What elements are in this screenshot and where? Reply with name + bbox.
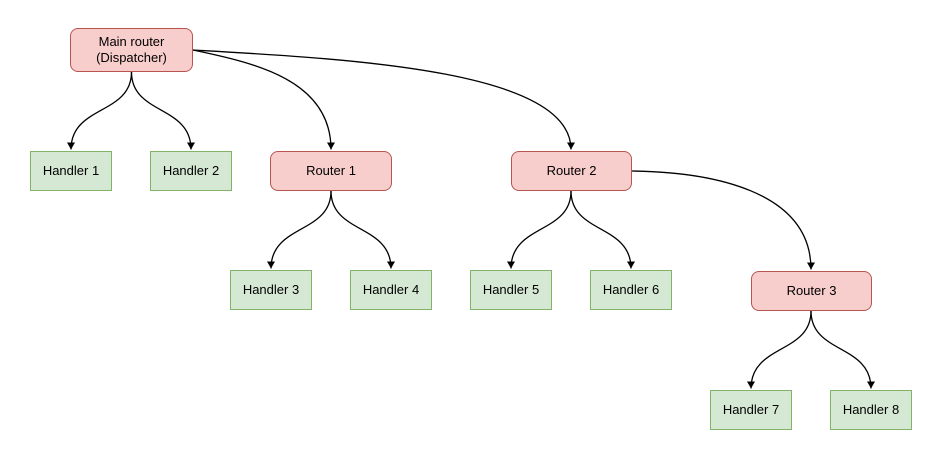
edge-main-to-handler1 (67, 71, 133, 150)
node-handler-5: Handler 5 (470, 270, 552, 310)
node-handler-6: Handler 6 (590, 270, 672, 310)
node-handler-2: Handler 2 (150, 151, 232, 191)
edge-main-to-router1 (192, 49, 335, 150)
node-handler-7: Handler 7 (710, 390, 792, 430)
edge-router3-to-handler8 (810, 310, 875, 389)
edge-router2-to-router3 (631, 170, 815, 270)
edge-router1-to-handler4 (330, 190, 395, 269)
edge-router3-to-handler7 (747, 310, 812, 389)
edge-router1-to-handler3 (267, 190, 332, 269)
node-main-router: Main router (Dispatcher) (70, 28, 193, 72)
edge-main-to-router2 (192, 49, 575, 150)
node-handler-3: Handler 3 (230, 270, 312, 310)
node-handler-1: Handler 1 (30, 151, 112, 191)
edge-main-to-handler2 (130, 71, 195, 150)
edge-router2-to-handler6 (570, 190, 635, 269)
node-router-2: Router 2 (511, 151, 632, 191)
node-handler-4: Handler 4 (350, 270, 432, 310)
node-router-3: Router 3 (751, 271, 872, 311)
edge-router2-to-handler5 (507, 190, 572, 269)
node-handler-8: Handler 8 (830, 390, 912, 430)
node-router-1: Router 1 (270, 151, 392, 191)
